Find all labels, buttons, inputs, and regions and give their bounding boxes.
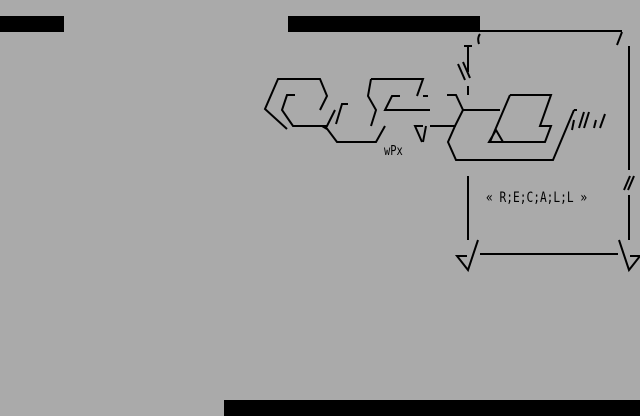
top-left-bar (0, 16, 64, 32)
subtitle-text: « R;E;C;A;L;L » (486, 190, 588, 206)
arrow-down-right-icon (618, 239, 640, 273)
top-center-bar (288, 16, 480, 32)
bottom-bar (224, 400, 640, 416)
logo-blocks (263, 78, 606, 161)
frame-lines (454, 30, 640, 273)
arrow-down-left-icon (454, 239, 479, 273)
credit-text: wPx (384, 144, 403, 159)
